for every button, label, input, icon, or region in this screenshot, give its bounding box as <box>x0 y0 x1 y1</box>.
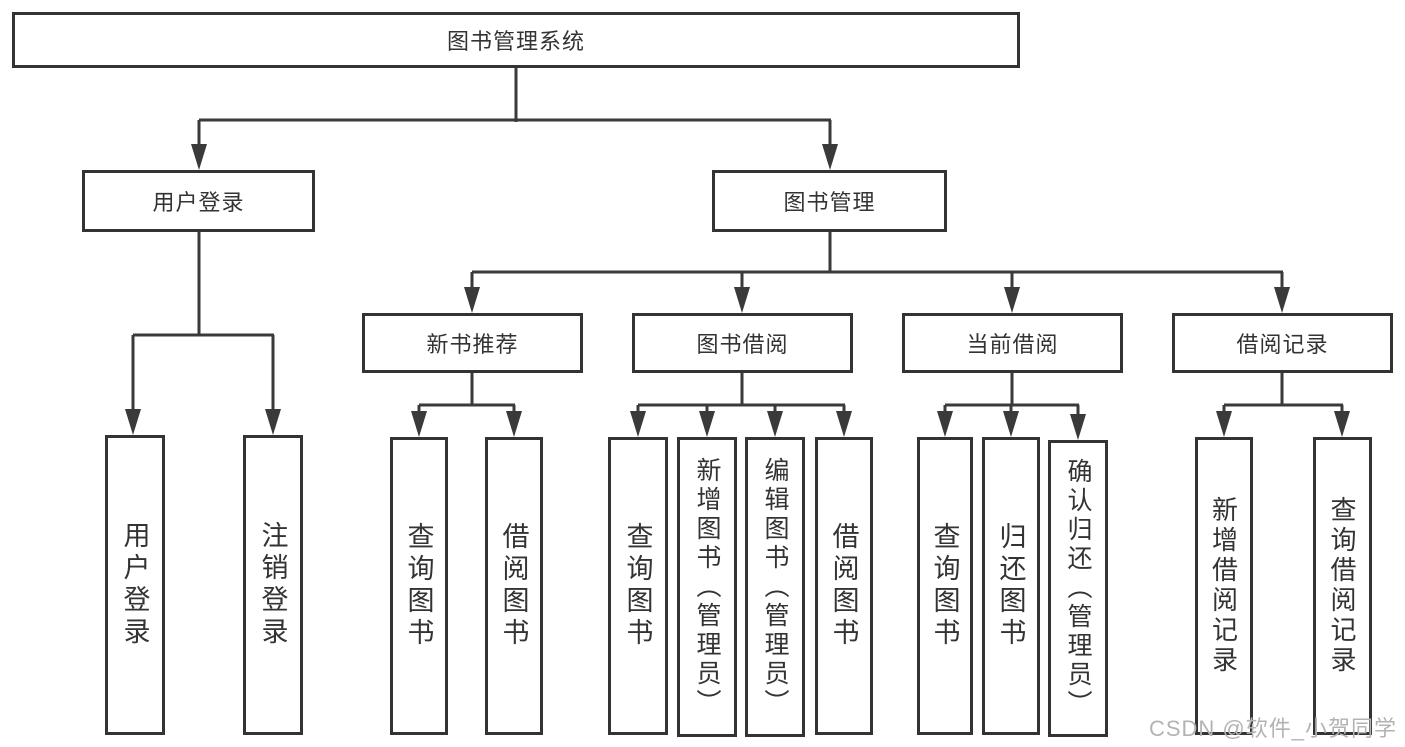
leaf-label: 借阅图书 <box>828 522 859 650</box>
leaf-newbook-borrow-books: 借阅图书 <box>485 437 543 735</box>
leaf-current-confirm-return-admin: 确认归还（管理员） <box>1048 440 1108 737</box>
node-label: 图书管理系统 <box>446 29 585 54</box>
arrow-icon <box>1274 287 1290 313</box>
leaf-label: 注销登录 <box>257 521 288 649</box>
leaf-label: 新增借阅记录 <box>1208 496 1239 676</box>
node-label: 新书推荐 <box>426 332 519 357</box>
arrow-icon <box>836 411 852 437</box>
leaf-borrowing-query-books: 查询图书 <box>608 437 668 735</box>
node-library-system: 图书管理系统 <box>12 12 1020 68</box>
leaf-current-query-books: 查询图书 <box>917 437 973 735</box>
arrow-icon <box>734 287 750 313</box>
arrow-icon <box>1216 411 1232 437</box>
leaf-label: 编辑图书（管理员） <box>761 456 789 718</box>
arrow-icon <box>1004 287 1020 313</box>
leaf-newbook-query-books: 查询图书 <box>390 437 448 735</box>
arrow-icon <box>937 411 953 437</box>
csdn-watermark: CSDN @软件_小贺同学 <box>1148 716 1397 741</box>
node-label: 借阅记录 <box>1236 332 1329 357</box>
leaf-logout: 注销登录 <box>243 435 303 735</box>
leaf-label: 用户登录 <box>119 521 150 649</box>
leaf-label: 确认归还（管理员） <box>1064 458 1092 719</box>
leaf-current-return-books: 归还图书 <box>982 437 1040 735</box>
leaf-records-add-borrow-record: 新增借阅记录 <box>1195 437 1253 735</box>
arrow-icon <box>767 411 783 437</box>
leaf-label: 借阅图书 <box>498 522 529 650</box>
leaf-label: 新增图书（管理员） <box>693 456 721 718</box>
arrow-icon <box>1334 411 1350 437</box>
node-user-login: 用户登录 <box>82 170 315 232</box>
leaf-records-query-borrow-record: 查询借阅记录 <box>1313 437 1372 735</box>
leaf-label: 归还图书 <box>995 522 1026 650</box>
arrow-icon <box>506 411 522 437</box>
leaf-label: 查询图书 <box>929 522 960 650</box>
leaf-label: 查询图书 <box>403 522 434 650</box>
arrow-icon <box>699 411 715 437</box>
arrow-icon <box>464 287 480 313</box>
arrow-icon <box>411 411 427 437</box>
node-label: 当前借阅 <box>966 332 1059 357</box>
arrow-icon <box>630 411 646 437</box>
leaf-borrowing-borrow-books: 借阅图书 <box>815 437 873 735</box>
arrow-icon <box>265 409 281 435</box>
node-label: 用户登录 <box>152 190 245 215</box>
leaf-label: 查询图书 <box>622 522 653 650</box>
node-borrowing-records: 借阅记录 <box>1172 313 1393 373</box>
arrow-icon <box>822 144 838 170</box>
tree-edges <box>131 66 1344 417</box>
leaf-label: 查询借阅记录 <box>1327 496 1357 676</box>
node-book-borrowing: 图书借阅 <box>632 313 853 373</box>
arrow-icon <box>191 144 207 170</box>
node-book-management: 图书管理 <box>712 170 947 232</box>
arrow-icon <box>1070 414 1086 440</box>
leaf-user-login: 用户登录 <box>105 435 165 735</box>
arrow-icon <box>125 409 141 435</box>
node-current-borrowing: 当前借阅 <box>902 313 1123 373</box>
node-label: 图书管理 <box>783 190 876 215</box>
leaf-borrowing-edit-books-admin: 编辑图书（管理员） <box>745 437 805 737</box>
node-label: 图书借阅 <box>696 332 789 357</box>
arrow-icon <box>1003 411 1019 437</box>
node-new-book-recommend: 新书推荐 <box>362 313 583 373</box>
leaf-borrowing-add-books-admin: 新增图书（管理员） <box>677 437 737 737</box>
